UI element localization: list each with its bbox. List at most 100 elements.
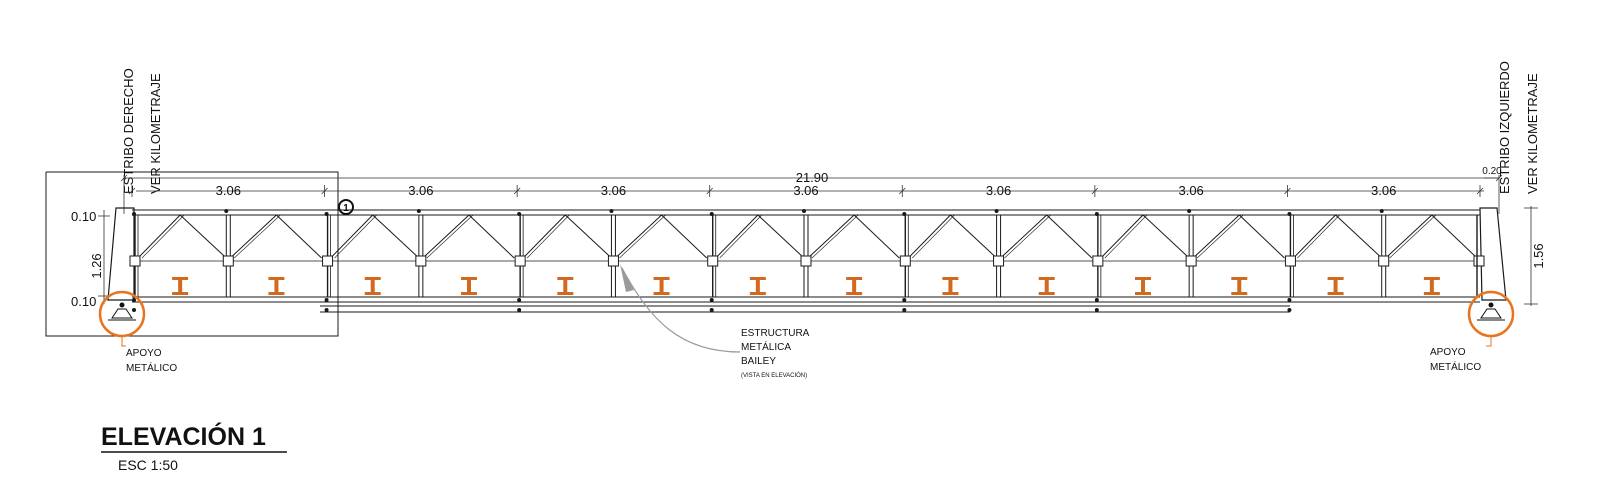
diagonal [1000, 214, 1048, 259]
bolt [902, 308, 907, 312]
beam-bottom-flange [557, 292, 574, 295]
beam-web [1333, 280, 1338, 292]
bolt [902, 212, 907, 216]
i-beam-section [1038, 277, 1055, 295]
structure-leader-line [621, 267, 741, 353]
node-plate [1378, 255, 1390, 267]
diagonal [950, 214, 997, 259]
beam-bottom-flange [1423, 292, 1440, 295]
diagonal [426, 214, 474, 259]
node-plate [1185, 255, 1197, 267]
diagonal [276, 214, 322, 259]
dim-tick [120, 174, 128, 182]
i-beam-section [268, 277, 285, 295]
right-support-label-1: APOYO [1430, 347, 1466, 358]
diagonal [1335, 214, 1383, 259]
bolt [132, 308, 136, 312]
beam-web [1429, 280, 1434, 292]
diagonal [811, 214, 859, 259]
diagonal [1104, 214, 1148, 259]
node-plate [1092, 255, 1104, 267]
right-support [1467, 290, 1515, 338]
i-beam-section [557, 277, 574, 295]
bolt [1094, 298, 1099, 302]
bolt [224, 209, 229, 213]
beam-bottom-flange [364, 292, 381, 295]
bolt [802, 209, 806, 213]
diagonal [179, 214, 227, 259]
bolt [1379, 209, 1384, 213]
bolt [324, 308, 329, 312]
panel-dimension-label: 3.06 [601, 183, 626, 198]
beam-bottom-flange [268, 292, 285, 295]
beam-web [948, 280, 953, 292]
beam-top-flange [942, 277, 959, 280]
node-plate [1473, 255, 1485, 267]
beam-web [274, 280, 279, 292]
panel-dimension-label: 3.06 [1371, 183, 1396, 198]
panel-dimension-label: 3.06 [986, 183, 1011, 198]
diagonal [334, 214, 377, 259]
diagonal [907, 214, 951, 259]
support-leaders [121, 336, 1492, 347]
node-plate [899, 255, 911, 267]
beam-web [1237, 280, 1242, 292]
left-support-label-1: APOYO [126, 348, 162, 359]
beam-bottom-flange [1327, 292, 1344, 295]
node-plate [800, 255, 812, 267]
beam-top-flange [1327, 277, 1344, 280]
bolt [132, 212, 136, 216]
diagonal [1196, 214, 1244, 259]
bolt [709, 298, 714, 302]
diagonal [807, 214, 855, 259]
right-abutment-label: ESTRIBO DERECHO [121, 68, 136, 194]
diagonal [422, 214, 470, 259]
diagonal [372, 214, 420, 259]
node-plate [993, 255, 1005, 267]
truss-height-dimension: 1.26 [89, 253, 104, 278]
diagonal [1293, 214, 1336, 259]
diagonal [619, 214, 666, 259]
bolt [324, 212, 329, 216]
beam-web [467, 280, 471, 292]
node-plate [1284, 255, 1296, 267]
structure-leader-arrow [620, 264, 634, 292]
beam-bottom-flange [1135, 292, 1151, 295]
structure-label-2: METÁLICA [741, 340, 791, 353]
beam-top-flange [1423, 277, 1440, 280]
bolt [517, 308, 522, 312]
diagonal [715, 214, 759, 259]
diagonal [137, 214, 181, 259]
diagonal [853, 214, 900, 259]
beam-bottom-flange [172, 292, 189, 295]
bolt [1094, 308, 1099, 312]
diagonal [1004, 214, 1051, 259]
bolt [416, 209, 421, 213]
beam-top-flange [1038, 277, 1055, 280]
right-support-label-2: METÁLICO [1430, 360, 1481, 373]
bolt [324, 298, 329, 302]
panel-dimension-label: 3.06 [793, 183, 818, 198]
dimension-ticks [120, 174, 1503, 197]
diagonal [468, 214, 515, 259]
bolt [902, 298, 907, 302]
beam-bottom-flange [749, 292, 766, 295]
bolt [1094, 212, 1099, 216]
beam-web [659, 280, 664, 292]
end-gap-dimension: 0.20 [1482, 166, 1502, 177]
i-beam-section [653, 277, 670, 295]
total-span-dimension: 21.90 [796, 170, 829, 185]
i-beam-section [172, 277, 189, 295]
beam-bottom-flange [653, 292, 670, 295]
node-plate [607, 255, 619, 267]
diagonal [1431, 214, 1478, 259]
diagonal [1100, 214, 1144, 259]
node-plate [415, 255, 427, 267]
drawing-scale: ESC 1:50 [118, 457, 178, 473]
right-kilometraje-label: VER KILOMETRAJE [148, 73, 163, 194]
bailey-truss [129, 209, 1485, 313]
beam-web [563, 280, 568, 292]
diagonal [1046, 214, 1093, 259]
beam-web [852, 280, 857, 292]
